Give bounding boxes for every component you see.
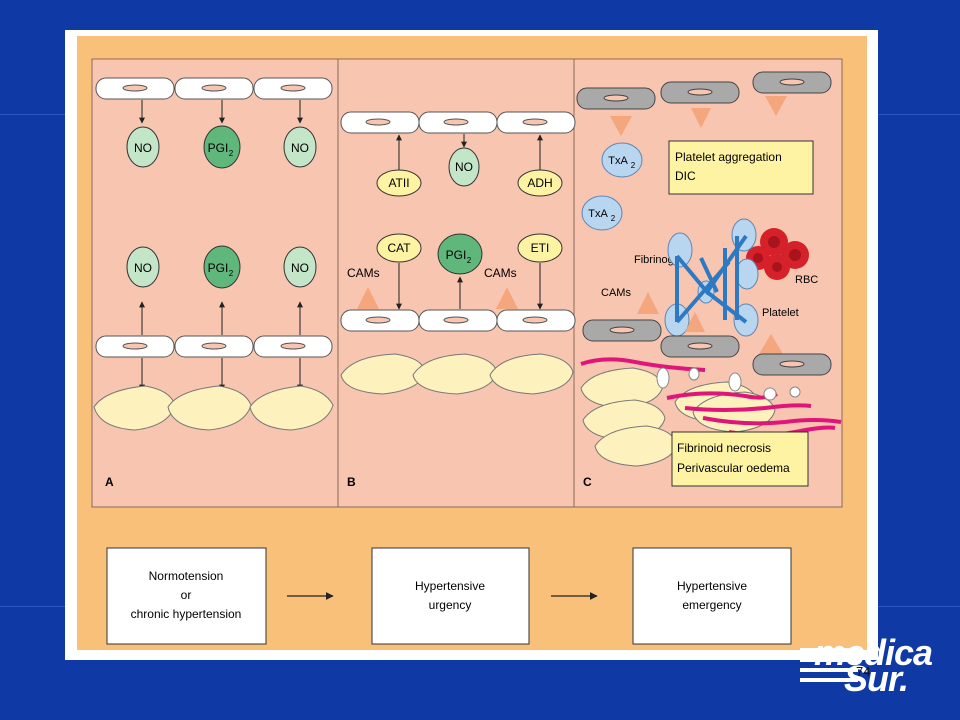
flow-box-emergency: Hypertensive emergency xyxy=(632,547,792,645)
logo-line1: medica xyxy=(814,632,933,673)
rbc-label: RBC xyxy=(795,274,818,286)
cams-triangle xyxy=(610,116,632,136)
panel-c-txa2-1: TxA 2 xyxy=(601,142,643,178)
panel-b-smooth-muscle xyxy=(340,353,574,395)
cams-triangle xyxy=(685,312,705,332)
panel-a-letter: A xyxy=(105,475,114,489)
subscript-text: 2 xyxy=(229,269,234,278)
panel-b-letter: B xyxy=(347,475,356,489)
cams-triangle xyxy=(759,334,783,354)
flow-box3-line1: Hypertensive xyxy=(677,579,747,593)
panel-c-activated-endothelium-bottom xyxy=(582,319,832,376)
panel-a-mediator-no-3: NO xyxy=(126,246,160,288)
necrosis-box-line2: Perivascular oedema xyxy=(677,461,790,475)
red-blood-cells xyxy=(746,228,809,280)
label-text: ADH xyxy=(527,176,552,190)
panel-c-txa2-2: TxA 2 xyxy=(581,195,623,231)
flow-box2-line1: Hypertensive xyxy=(415,579,485,593)
cams-triangle xyxy=(637,292,659,314)
panel-b-mediator-eti: ETI xyxy=(517,233,563,263)
panel-a-endothelium-bottom xyxy=(95,335,333,358)
label-text: ATII xyxy=(388,176,409,190)
flow-box1-line2: or xyxy=(181,588,192,602)
flow-box-normotension: Normotension or chronic hypertension xyxy=(106,547,267,645)
label-text: NO xyxy=(134,261,152,275)
panel-a-smooth-muscle xyxy=(93,385,334,431)
panel-a-endothelium-top xyxy=(95,77,333,100)
label-text: ETI xyxy=(531,241,550,255)
extravasated-cells xyxy=(656,367,801,401)
panel-a-mediator-pgi2-1: PGI 2 xyxy=(203,125,241,169)
panel-a-mediator-no-1: NO xyxy=(126,126,160,168)
panel-c-letter: C xyxy=(583,475,592,489)
medicasur-logo: medica Sur. xyxy=(800,632,950,699)
panel-b-endothelium-bottom xyxy=(340,309,576,332)
flow-box1-line1: Normotension xyxy=(149,569,224,583)
cams-triangle xyxy=(765,96,787,116)
hypertension-diagram: NO PGI 2 NO NO PGI 2 NO A xyxy=(77,36,867,650)
label-text: PGI xyxy=(208,141,229,155)
platelet-label: Platelet xyxy=(762,307,799,319)
cams-triangle xyxy=(691,108,711,128)
platelet-aggregate xyxy=(664,218,759,337)
panel-b-mediator-cat: CAT xyxy=(376,233,422,263)
panel-b-cams-label-right: CAMs xyxy=(484,266,517,280)
panel-b xyxy=(337,58,575,508)
panel-a-mediator-pgi2-2: PGI 2 xyxy=(203,245,241,289)
panel-b-mediator-adh: ADH xyxy=(517,169,563,197)
platelet-box-line2: DIC xyxy=(675,169,696,183)
platelet-aggregation-box: Platelet aggregation DIC xyxy=(668,140,814,195)
panel-a-mediator-no-4: NO xyxy=(283,246,317,288)
cams-triangle xyxy=(357,287,379,309)
flow-box-urgency: Hypertensive urgency xyxy=(371,547,530,645)
panel-b-cams-label-left: CAMs xyxy=(347,266,380,280)
panel-b-endothelium-top xyxy=(340,111,576,134)
label-text: NO xyxy=(134,141,152,155)
slide-content: NO PGI 2 NO NO PGI 2 NO A xyxy=(65,30,878,660)
flow-box3-line2: emergency xyxy=(682,598,741,612)
label-text: NO xyxy=(455,160,473,174)
label-text: PGI xyxy=(208,261,229,275)
subscript-text: 2 xyxy=(631,161,636,170)
label-text: TxA xyxy=(588,208,608,220)
label-text: NO xyxy=(291,261,309,275)
panel-b-mediator-pgi2: PGI 2 xyxy=(437,233,483,275)
flow-box2-line2: urgency xyxy=(429,598,472,612)
panel-c-cams-label: CAMs xyxy=(601,287,631,299)
necrosis-box-line1: Fibrinoid necrosis xyxy=(677,441,771,455)
cams-triangle xyxy=(496,287,518,309)
panel-a-mediator-no-2: NO xyxy=(283,126,317,168)
label-text: CAT xyxy=(387,241,411,255)
subscript-text: 2 xyxy=(229,149,234,158)
slide-number: 74 xyxy=(856,664,871,679)
flow-box1-line3: chronic hypertension xyxy=(131,607,242,621)
platelet-box-line1: Platelet aggregation xyxy=(675,150,782,164)
subscript-text: 2 xyxy=(467,256,472,265)
fibrinogen-strands xyxy=(675,234,748,324)
fibrinoid-necrosis-box: Fibrinoid necrosis Perivascular oedema xyxy=(671,431,809,487)
subscript-text: 2 xyxy=(611,214,616,223)
panel-b-mediator-atii: ATII xyxy=(376,169,422,197)
logo-line2: Sur. xyxy=(844,658,909,699)
panel-c-activated-endothelium-top xyxy=(576,71,832,110)
label-text: NO xyxy=(291,141,309,155)
panel-b-mediator-no: NO xyxy=(448,147,480,187)
label-text: TxA xyxy=(608,155,628,167)
label-text: PGI xyxy=(446,248,467,262)
